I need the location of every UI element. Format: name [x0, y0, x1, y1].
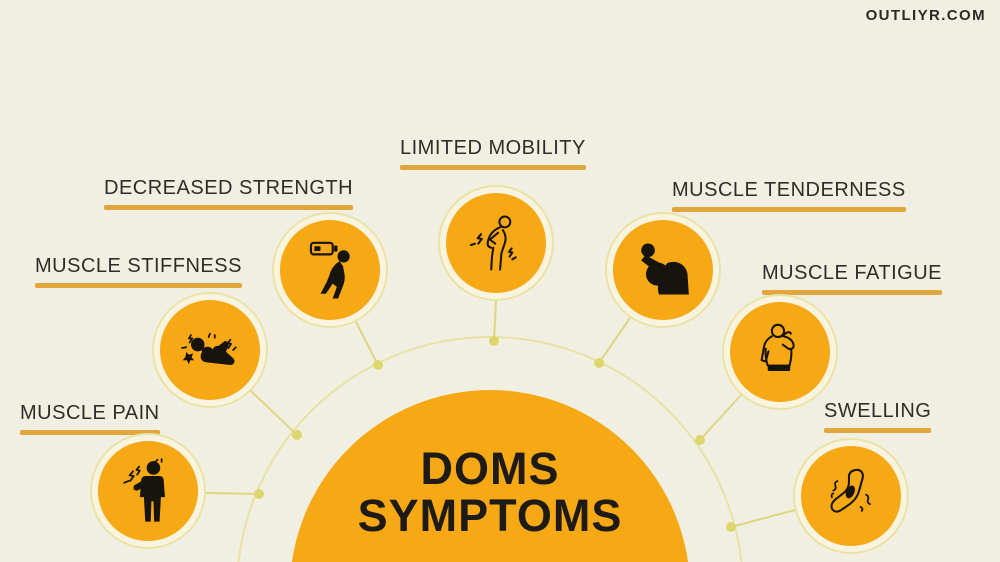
low-battery-hunched-person-icon — [309, 241, 350, 299]
swollen-foot-icon — [830, 468, 871, 513]
circle-muscle-fatigue — [722, 294, 838, 410]
circle-muscle-pain — [90, 433, 206, 549]
site-url: OUTLIYR.COM — [865, 7, 986, 24]
circle-swelling — [793, 438, 909, 554]
title-line-2: SYMPTOMS — [357, 489, 623, 541]
circle-limited-mobility — [438, 185, 554, 301]
title-line-1: DOMS — [420, 443, 560, 494]
orange-disc — [160, 300, 260, 400]
label-underline — [762, 290, 942, 295]
bent-person-back-pain-icon — [469, 215, 517, 271]
label-underline — [35, 283, 242, 288]
label-text: DECREASED STRENGTH — [104, 177, 354, 199]
orange-disc — [801, 446, 901, 546]
center-dome: DOMS SYMPTOMS — [290, 390, 690, 562]
flexed-bicep-icon — [641, 243, 689, 295]
label-text: MUSCLE TENDERNESS — [672, 179, 906, 201]
orange-disc — [446, 193, 546, 293]
circle-muscle-stiffness — [152, 292, 268, 408]
label-underline — [20, 430, 160, 435]
orange-disc — [98, 441, 198, 541]
label-muscle-pain: MUSCLE PAIN — [20, 402, 160, 435]
infographic-title: DOMS SYMPTOMS — [290, 443, 690, 541]
label-decreased-strength: DECREASED STRENGTH — [104, 177, 354, 210]
circle-muscle-tenderness — [605, 212, 721, 328]
label-text: MUSCLE FATIGUE — [762, 262, 942, 284]
label-underline — [824, 428, 932, 433]
label-text: MUSCLE PAIN — [20, 402, 160, 424]
orange-disc — [280, 220, 380, 320]
circle-decreased-strength — [272, 212, 388, 328]
label-underline — [672, 207, 906, 212]
label-underline — [104, 205, 354, 210]
orange-disc — [613, 220, 713, 320]
person-lying-stiff-icon — [181, 332, 237, 365]
label-limited-mobility: LIMITED MOBILITY — [400, 137, 586, 170]
label-muscle-tenderness: MUSCLE TENDERNESS — [672, 179, 906, 212]
label-text: LIMITED MOBILITY — [400, 137, 586, 159]
label-text: SWELLING — [824, 400, 932, 422]
person-shoulder-pain-icon — [123, 458, 165, 522]
label-underline — [400, 165, 586, 170]
label-text: MUSCLE STIFFNESS — [35, 255, 242, 277]
orange-disc — [730, 302, 830, 402]
back-neck-pain-icon — [760, 323, 795, 372]
label-swelling: SWELLING — [824, 400, 932, 433]
label-muscle-stiffness: MUSCLE STIFFNESS — [35, 255, 242, 288]
label-muscle-fatigue: MUSCLE FATIGUE — [762, 262, 942, 295]
